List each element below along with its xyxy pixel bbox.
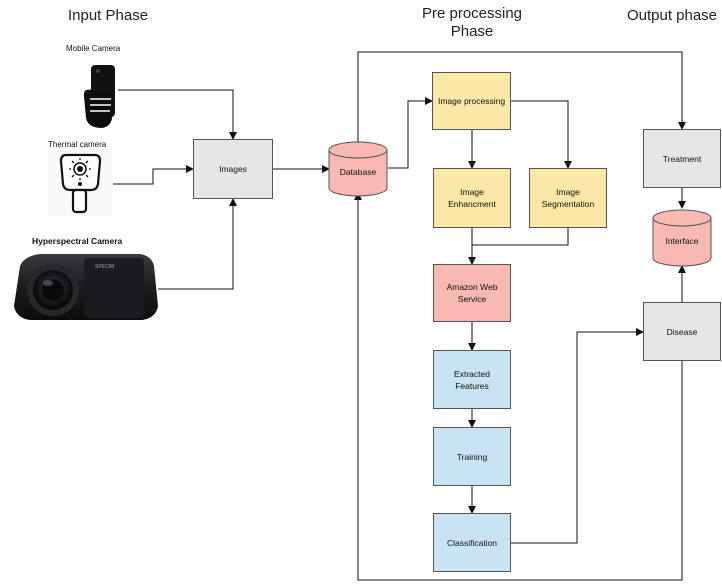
database-label: Database — [329, 167, 387, 177]
disease-node: Disease — [643, 302, 721, 361]
input-phase-title: Input Phase — [56, 7, 160, 25]
edge-thermal-images — [113, 169, 193, 184]
images-node: Images — [193, 139, 273, 199]
extracted-features-label: Extracted Features — [454, 368, 490, 392]
image-processing-node: Image processing — [432, 72, 511, 130]
image-enhancement-node: Image Enhancment — [433, 168, 511, 228]
aws-label: Amazon Web Service — [447, 281, 498, 305]
images-node-label: Images — [219, 163, 247, 175]
edge-database-treatment — [358, 52, 682, 145]
classification-label: Classification — [447, 537, 497, 549]
classification-node: Classification — [433, 513, 511, 572]
treatment-label: Treatment — [663, 153, 701, 165]
treatment-node: Treatment — [643, 129, 721, 188]
hyperspectral-camera-label: Hyperspectral Camera — [32, 236, 122, 246]
edge-classification-disease — [511, 332, 643, 543]
image-enhancement-label: Image Enhancment — [448, 186, 496, 210]
edge-processing-segmentation — [511, 101, 568, 168]
image-processing-label: Image processing — [438, 95, 505, 107]
interface-label: Interface — [653, 236, 711, 246]
edge-disease-database — [358, 193, 682, 580]
training-label: Training — [457, 451, 487, 463]
mobile-camera-label: Mobile Camera — [66, 44, 120, 53]
disease-label: Disease — [667, 326, 698, 338]
image-segmentation-node: Image Segmentation — [529, 168, 607, 228]
extracted-features-node: Extracted Features — [433, 350, 511, 409]
edge-merge-aws — [472, 228, 568, 245]
thermal-camera-label: Thermal camera — [48, 140, 106, 149]
edge-hyper-images — [158, 199, 233, 289]
training-node: Training — [433, 427, 511, 486]
image-segmentation-label: Image Segmentation — [542, 186, 594, 210]
aws-node: Amazon Web Service — [433, 264, 511, 322]
output-phase-title: Output phase — [622, 7, 722, 25]
hyperspectral-brand-text: SPECIM — [95, 264, 114, 270]
preprocessing-phase-title: Pre processing Phase — [412, 5, 532, 41]
edge-mobile-images — [118, 90, 233, 139]
edge-database-processing — [388, 101, 432, 168]
